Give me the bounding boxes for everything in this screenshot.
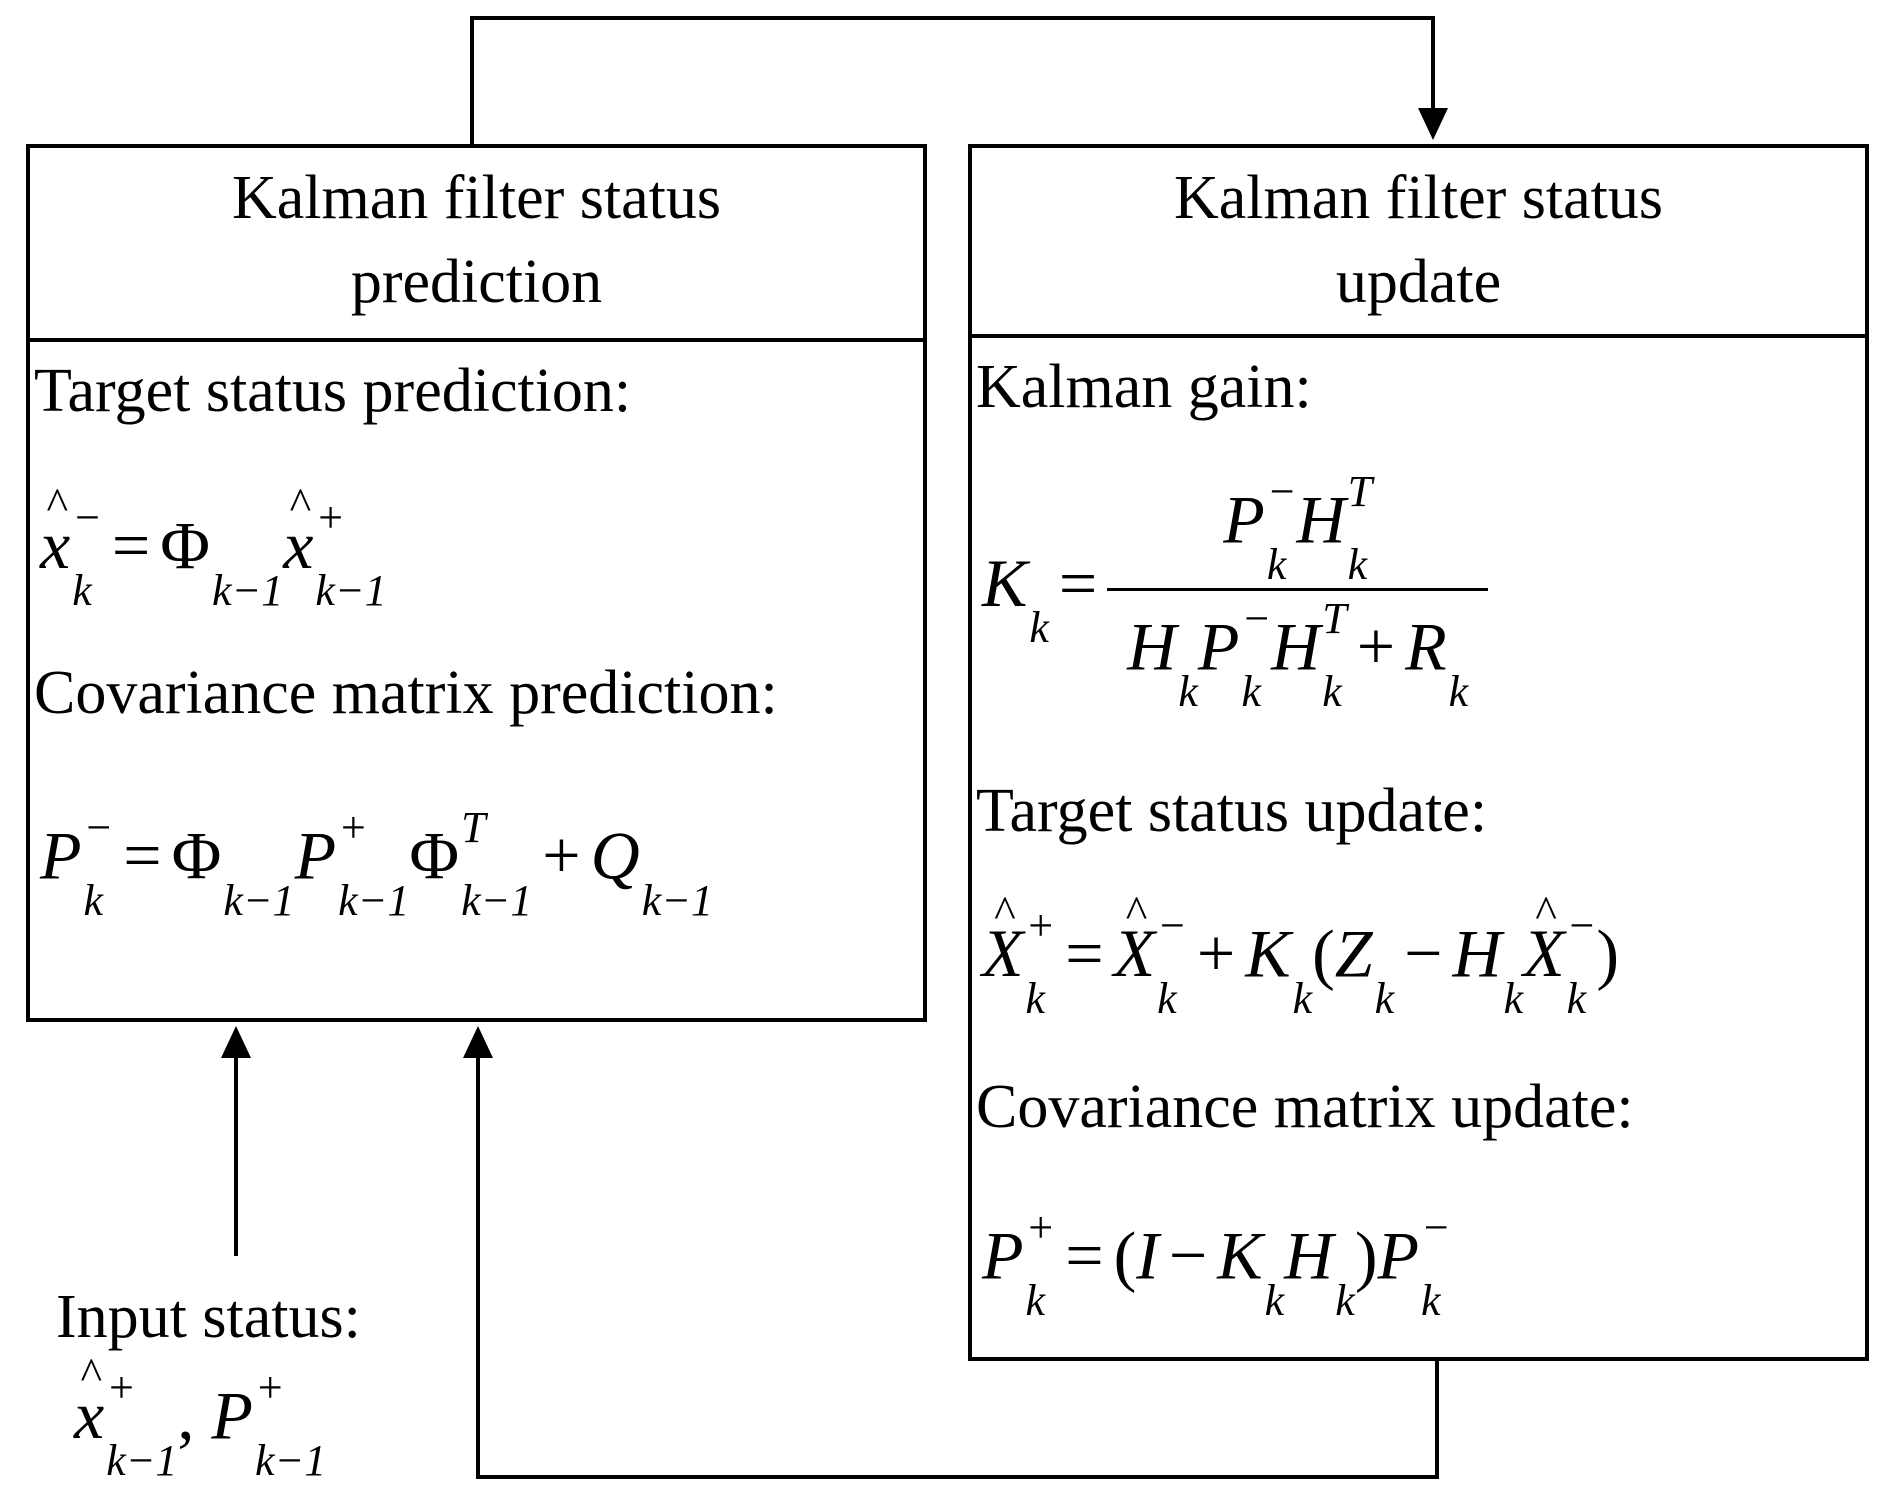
update-title-line2: update (1335, 248, 1502, 316)
input-status-formula: x+k−1, P+k−1 (74, 1365, 326, 1483)
bottom-feedback-arrow (476, 1058, 1439, 1479)
target-status-update-label: Target status update: (976, 777, 1488, 845)
prediction-title-line2: prediction (350, 248, 603, 316)
prediction-box: Kalman filter status prediction Target s… (26, 144, 927, 1022)
input-arrowhead (221, 1026, 251, 1058)
target-status-prediction-label: Target status prediction: (34, 357, 632, 425)
state-update-formula: X+k=X−k+K k(Z k−H kX−k) (982, 903, 1619, 1021)
prediction-title-line1: Kalman filter status (232, 164, 721, 232)
bottom-arrowhead (463, 1026, 493, 1058)
input-status-label: Input status: (56, 1283, 361, 1351)
update-title-line1: Kalman filter status (1174, 164, 1663, 232)
prediction-box-header: Kalman filter status prediction (30, 148, 923, 342)
kalman-gain-label: Kalman gain: (976, 353, 1312, 421)
update-box: Kalman filter status update Kalman gain:… (968, 144, 1869, 1361)
top-arrowhead (1418, 108, 1448, 140)
top-feedback-arrow (470, 16, 1435, 144)
state-prediction-formula: x−k=Φ k−1x+k−1 (40, 495, 387, 613)
update-box-header: Kalman filter status update (972, 148, 1865, 338)
covariance-prediction-label: Covariance matrix prediction: (34, 659, 778, 727)
covariance-update-label: Covariance matrix update: (976, 1073, 1634, 1141)
